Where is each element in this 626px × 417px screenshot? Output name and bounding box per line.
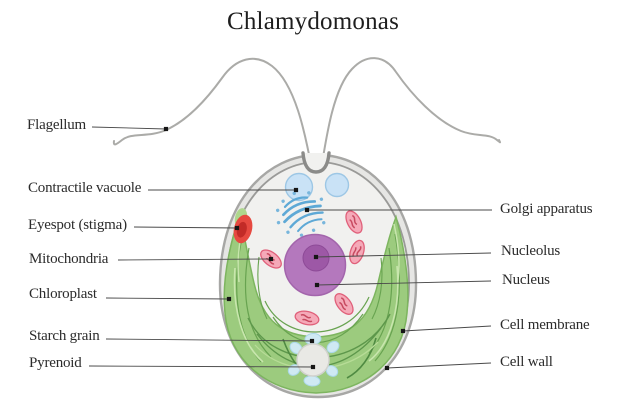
leader-lines [88,126,492,369]
leader-line-flagellum [91,126,167,130]
pyrenoid-shape [296,343,330,377]
label-pyrenoid: Pyrenoid [29,355,82,372]
leader-line-mitochondria [117,258,272,261]
label-flagellum: Flagellum [27,117,87,134]
label-cell-wall: Cell wall [500,354,553,371]
eyespot-shape [233,214,253,244]
mitochondrion [294,310,320,326]
leader-dots [163,126,406,371]
leader-line-pyrenoid [88,365,314,368]
diagram-title: Chlamydomonas [226,8,400,35]
label-starch-grain: Starch grain [29,328,100,345]
golgi-vesicles [275,191,326,237]
leader-line-starch-grain [105,338,313,342]
mitochondria-group [260,210,365,326]
label-nucleus: Nucleus [502,272,550,289]
mitochondrion [334,293,354,315]
label-nucleolus: Nucleolus [501,243,561,260]
thylakoid-striations [233,208,400,380]
label-chloroplast: Chloroplast [29,286,97,303]
flagellum-left [112,57,313,171]
mitochondrion [345,210,363,234]
label-cell-membrane: Cell membrane [500,317,590,334]
mitochondrion [349,239,365,265]
leader-line-eyespot [133,226,238,229]
label-eyespot: Eyespot (stigma) [28,217,127,234]
leader-line-chloroplast [105,297,230,300]
label-golgi-apparatus: Golgi apparatus [500,201,593,218]
label-mitochondria: Mitochondria [29,251,109,268]
leader-line-nucleus [316,280,492,286]
label-contractile-vacuole: Contractile vacuole [28,180,142,197]
golgi-apparatus-shape [275,191,326,237]
flagella-group [112,57,502,171]
leader-line-cell-membrane [402,325,492,332]
chloroplast-shape [223,208,409,394]
leader-line-nucleolus [315,252,492,258]
contractile-vacuole-right [324,172,350,198]
apical-notch [301,151,331,174]
leader-line-cell-wall [386,362,492,369]
contractile-vacuole-left [284,172,314,202]
flagellum-right [320,57,502,171]
